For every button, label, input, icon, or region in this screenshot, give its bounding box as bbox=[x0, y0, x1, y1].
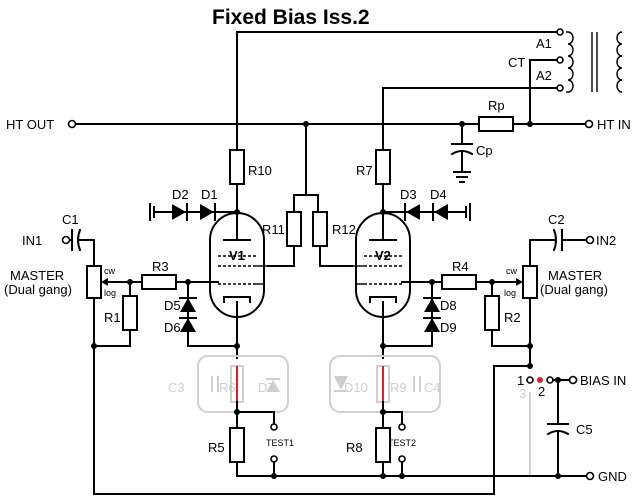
bias-in-label: BIAS IN bbox=[580, 373, 626, 388]
d8-label: D8 bbox=[440, 298, 457, 313]
r1-resistor bbox=[122, 295, 138, 331]
r9-label: R9 bbox=[390, 380, 407, 395]
d6-label: D6 bbox=[164, 320, 181, 335]
master-pot-right[interactable] bbox=[522, 265, 538, 299]
in2-label: IN2 bbox=[596, 233, 616, 248]
r8-resistor bbox=[375, 427, 391, 463]
jumper-pin-1[interactable] bbox=[526, 376, 534, 384]
r2-label: R2 bbox=[504, 310, 521, 325]
ht-in-terminal bbox=[584, 119, 594, 129]
a2-label: A2 bbox=[536, 68, 552, 83]
test1-label: TEST1 bbox=[266, 438, 294, 448]
test2-point[interactable] bbox=[398, 423, 406, 431]
d1-d2-diodes bbox=[149, 203, 238, 221]
r10-resistor bbox=[229, 149, 245, 185]
in1-terminal bbox=[61, 235, 71, 245]
in1-label: IN1 bbox=[22, 233, 42, 248]
d9-label: D9 bbox=[440, 320, 457, 335]
r5-resistor bbox=[229, 427, 245, 463]
cp-label: Cp bbox=[476, 143, 493, 158]
c5-capacitor bbox=[546, 379, 570, 477]
d7-label: D7 bbox=[258, 380, 275, 395]
valve-v2 bbox=[352, 212, 411, 318]
in2-terminal bbox=[585, 235, 595, 245]
bias-in-terminal bbox=[568, 375, 578, 385]
dual-gang-left-label: (Dual gang) bbox=[4, 282, 72, 297]
test2-label: TEST2 bbox=[388, 438, 416, 448]
ht-out-terminal bbox=[67, 119, 77, 129]
r6-label: R6 bbox=[219, 380, 236, 395]
r7-label: R7 bbox=[356, 163, 373, 178]
master-pot-left[interactable] bbox=[86, 265, 102, 299]
v1-label: V1 bbox=[229, 248, 245, 263]
d5-d6-diodes bbox=[179, 281, 238, 347]
optional-cathode-bias-right bbox=[329, 355, 441, 413]
r12-label: R12 bbox=[332, 222, 356, 237]
jumper-link[interactable] bbox=[537, 377, 543, 383]
log-left-label: log bbox=[104, 288, 116, 298]
r1-label: R1 bbox=[104, 310, 121, 325]
v2-label: V2 bbox=[375, 248, 391, 263]
r5-label: R5 bbox=[208, 440, 225, 455]
d10-label: D10 bbox=[344, 380, 368, 395]
gnd-terminal bbox=[585, 471, 595, 481]
jumper-pin-1-label: 1 bbox=[517, 373, 524, 388]
ht-in-label: HT IN bbox=[597, 117, 631, 132]
diagram-title: Fixed Bias Iss.2 bbox=[212, 6, 370, 29]
optional-cathode-bias-left bbox=[197, 355, 289, 413]
master-left-label: MASTER bbox=[10, 268, 64, 283]
cp-capacitor bbox=[450, 123, 474, 183]
d4-label: D4 bbox=[430, 187, 447, 202]
r4-label: R4 bbox=[452, 259, 469, 274]
c4-label: C4 bbox=[424, 380, 441, 395]
jumper-pin-2-label: 2 bbox=[538, 384, 545, 399]
test1-point[interactable] bbox=[270, 423, 278, 431]
c5-label: C5 bbox=[576, 422, 593, 437]
cw-left-label: cw bbox=[104, 266, 116, 276]
d8-d9-diodes bbox=[382, 281, 441, 347]
rp-label: Rp bbox=[488, 98, 505, 113]
c2-label: C2 bbox=[548, 212, 565, 227]
r11-label: R11 bbox=[262, 222, 285, 237]
r8-label: R8 bbox=[346, 440, 363, 455]
d2-label: D2 bbox=[172, 187, 189, 202]
r2-resistor bbox=[484, 295, 500, 331]
r3-label: R3 bbox=[152, 259, 169, 274]
ht-out-label: HT OUT bbox=[6, 117, 54, 132]
cw-right-label: cw bbox=[506, 266, 518, 276]
dual-gang-right-label: (Dual gang) bbox=[540, 282, 608, 297]
output-transformer bbox=[566, 31, 623, 93]
r3-resistor bbox=[141, 274, 177, 290]
valve-v1 bbox=[209, 212, 268, 318]
c1-label: C1 bbox=[62, 212, 79, 227]
r4-resistor bbox=[441, 274, 477, 290]
d5-label: D5 bbox=[164, 298, 181, 313]
jumper-pin-3-label: 3 bbox=[519, 386, 526, 401]
r7-resistor bbox=[375, 149, 391, 185]
d3-d4-diodes bbox=[382, 203, 471, 221]
r11-resistor bbox=[286, 211, 302, 247]
a1-label: A1 bbox=[536, 36, 552, 51]
master-right-label: MASTER bbox=[548, 268, 602, 283]
log-right-label: log bbox=[504, 288, 516, 298]
gnd-label: GND bbox=[598, 469, 627, 484]
rp-resistor bbox=[478, 116, 514, 132]
c3-label: C3 bbox=[168, 380, 185, 395]
d1-label: D1 bbox=[201, 187, 218, 202]
r10-label: R10 bbox=[248, 163, 272, 178]
d3-label: D3 bbox=[400, 187, 417, 202]
ct-label: CT bbox=[508, 55, 525, 70]
r12-resistor bbox=[312, 211, 328, 247]
